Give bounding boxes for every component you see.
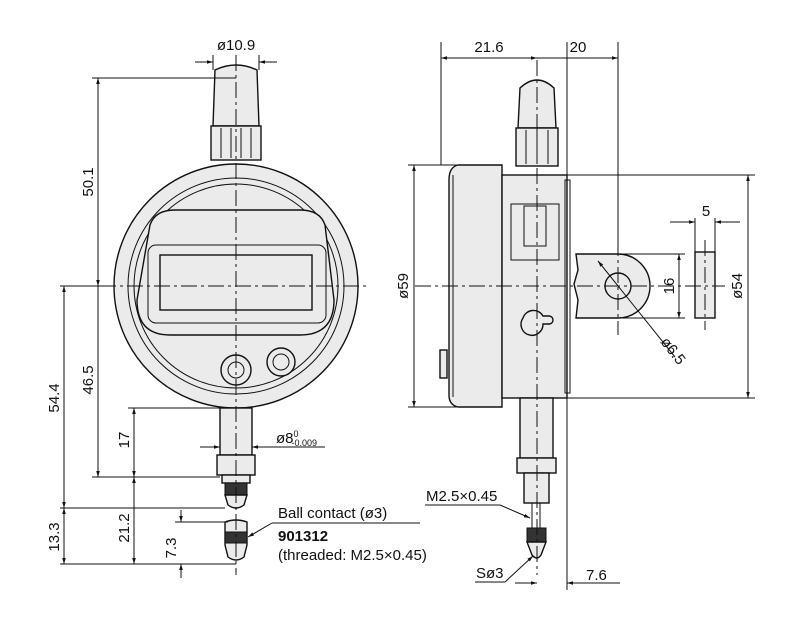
dim-body-diameter: ø54 — [729, 273, 746, 299]
dim-thread: M2.5×0.45 — [426, 488, 497, 505]
dim-contact-height: 21.2 — [116, 513, 133, 542]
dim-depth-front: 21.6 — [474, 39, 503, 56]
dim-tip-offset: 7.6 — [586, 567, 607, 584]
side-view: 21.6 20 ø59 5 16 ø54 ø6.5 M2.5×0.45 Sø3 … — [395, 39, 755, 590]
dim-cap-diameter: ø10.9 — [217, 37, 255, 54]
dim-bezel-diameter: ø59 — [395, 273, 412, 299]
dim-lug-thickness: 5 — [702, 203, 710, 220]
button-right — [266, 347, 296, 377]
ball-part-number: 901312 — [278, 528, 328, 545]
dim-sphere: Sø3 — [476, 565, 504, 582]
dim-stem-length: 17 — [116, 432, 133, 449]
dim-lug-width: 16 — [661, 278, 678, 295]
dim-height-stem: 46.5 — [80, 365, 97, 394]
ball-thread-label: (threaded: M2.5×0.45) — [278, 547, 427, 564]
dim-ball-height: 7.3 — [163, 538, 180, 559]
dim-height-total: 54.4 — [46, 383, 63, 412]
dim-tip-height: 13.3 — [46, 522, 63, 551]
dim-stem-diameter: ø80-0.009 — [276, 429, 317, 448]
dim-depth-back: 20 — [570, 39, 587, 56]
front-view: ø10.9 50.1 54.4 46.5 17 ø80-0.009 13.3 2… — [46, 37, 427, 578]
ball-contact-label: Ball contact (ø3) — [278, 505, 387, 522]
dim-hole-diameter: ø6.5 — [657, 334, 689, 368]
dim-height-top: 50.1 — [80, 167, 97, 196]
